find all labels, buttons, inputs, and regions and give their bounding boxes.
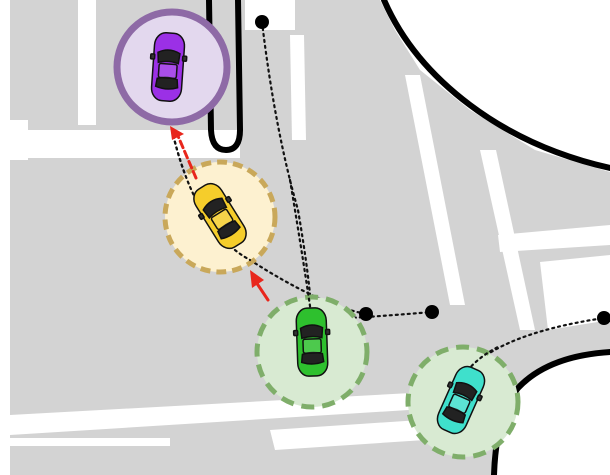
trajectories-overlay xyxy=(170,128,502,382)
red-arrow-yellow-to-purple xyxy=(170,126,198,180)
bottom-lane-mark xyxy=(270,420,425,450)
waypoint-mid xyxy=(359,307,373,321)
lane-line-c xyxy=(405,75,465,305)
curb-top-right xyxy=(381,0,610,171)
right-island xyxy=(540,255,610,330)
island-curb xyxy=(206,0,243,153)
crosswalk-bar xyxy=(498,225,610,252)
arrows xyxy=(170,126,270,302)
lower-left-patch xyxy=(10,438,170,446)
vertical-island xyxy=(245,0,295,30)
dotted-path-top xyxy=(260,20,314,322)
waypoint-top xyxy=(255,15,269,29)
dotted-path-teal-overlay xyxy=(458,344,502,382)
vehicle-rings xyxy=(113,8,521,460)
lane-line-a xyxy=(78,0,96,125)
green-car xyxy=(292,306,332,378)
waypoints xyxy=(255,15,610,325)
sidewalk-strip xyxy=(10,130,240,158)
left-curb-strip xyxy=(10,120,28,160)
waypoint-right xyxy=(425,305,439,319)
dotted-path-top-overlay xyxy=(288,178,314,322)
red-arrow-green-to-yellow xyxy=(250,270,270,302)
lane-line-b xyxy=(290,35,306,140)
waypoint-far-right xyxy=(597,311,610,325)
